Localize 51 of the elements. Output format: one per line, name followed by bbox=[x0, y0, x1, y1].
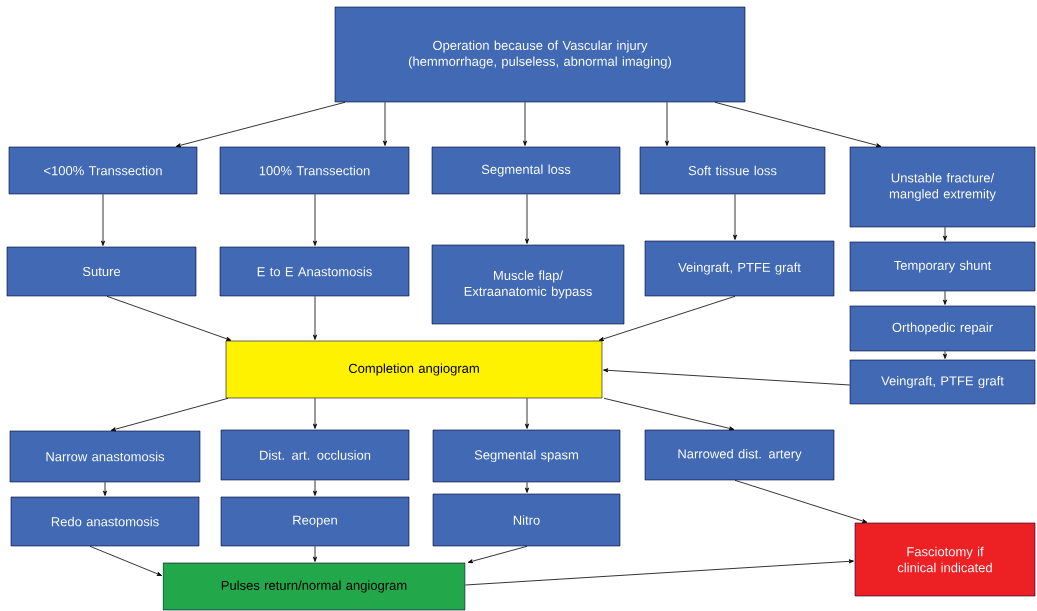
process-box: Suture bbox=[6, 246, 197, 297]
arrow bbox=[103, 481, 107, 496]
process-box: Pulses return/normal angiogram bbox=[162, 562, 466, 611]
arrow bbox=[313, 479, 317, 496]
process-box: Completion angiogram bbox=[225, 340, 603, 399]
process-box: Narrow anastomosis bbox=[9, 430, 201, 483]
arrow bbox=[943, 290, 947, 305]
process-box: <100% Transsection bbox=[8, 146, 198, 195]
arrow bbox=[464, 559, 854, 586]
process-box: Muscle flap/ Extraanatomic bypass bbox=[431, 244, 625, 325]
process-box: Reopen bbox=[220, 496, 410, 547]
arrow bbox=[603, 397, 735, 431]
process-box: Veingraft, PTFE graft bbox=[849, 359, 1036, 405]
process-box: Soft tissue loss bbox=[639, 146, 826, 195]
process-box: 100% Transsection bbox=[219, 146, 410, 195]
arrow bbox=[313, 193, 317, 246]
arrow bbox=[313, 295, 317, 340]
arrow bbox=[734, 479, 868, 523]
arrow bbox=[943, 226, 947, 241]
process-box: Temporary shunt bbox=[849, 241, 1036, 292]
arrow bbox=[313, 397, 317, 429]
arrow bbox=[525, 397, 529, 429]
arrow bbox=[383, 101, 387, 146]
process-box: Segmental loss bbox=[431, 146, 621, 195]
arrow bbox=[106, 295, 232, 341]
arrow bbox=[665, 101, 669, 146]
arrow bbox=[525, 481, 529, 493]
arrow bbox=[89, 545, 162, 576]
process-box: E to E Anastomosis bbox=[219, 246, 410, 297]
arrow bbox=[714, 101, 882, 148]
arrow bbox=[523, 101, 527, 146]
arrow bbox=[943, 350, 947, 359]
arrow bbox=[101, 193, 105, 246]
arrow bbox=[733, 193, 737, 240]
arrow bbox=[467, 545, 528, 564]
arrow bbox=[110, 397, 229, 432]
arrow bbox=[313, 545, 317, 562]
process-box: Narrowed dist. artery bbox=[644, 429, 835, 481]
process-box: Orthopedic repair bbox=[849, 305, 1036, 352]
process-box: Segmental spasm bbox=[432, 429, 621, 483]
arrow bbox=[598, 295, 736, 341]
process-box: Operation because of Vascular injury (hemmorrhage, pulseless, abnormal imaging) bbox=[334, 6, 746, 103]
process-box: Redo anastomosis bbox=[10, 496, 200, 547]
process-box: Veingraft, PTFE graft bbox=[644, 240, 835, 297]
arrow bbox=[603, 368, 851, 386]
process-box: Dist. art. occlusion bbox=[220, 429, 410, 481]
process-box: Unstable fracture/ mangled extremity bbox=[849, 146, 1036, 228]
process-box: Fasciotomy if clinical indicated bbox=[854, 522, 1036, 597]
arrow bbox=[175, 101, 346, 148]
arrow bbox=[525, 193, 529, 244]
process-box: Nitro bbox=[432, 493, 621, 547]
